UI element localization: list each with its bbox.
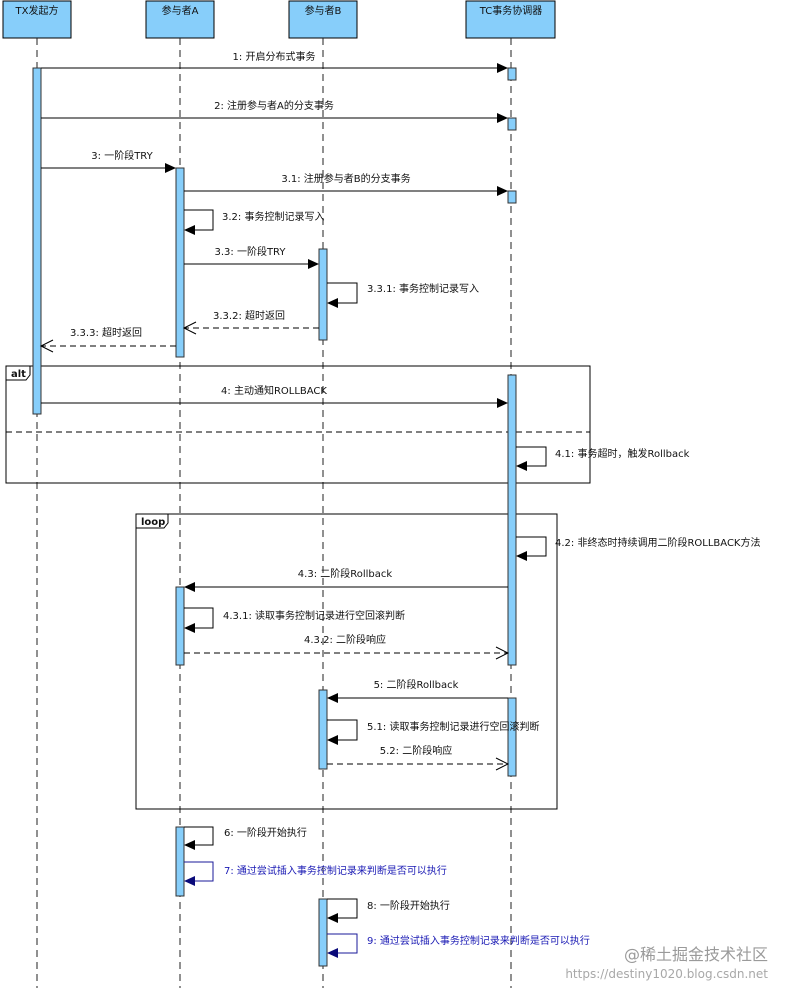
message-3-3-label: 3.3: 一阶段TRY	[215, 245, 287, 258]
participant-a: 参与者A	[145, 0, 215, 39]
message-3-3-1-label: 3.3.1: 事务控制记录写入	[367, 282, 479, 295]
participant-b: 参与者B	[288, 0, 358, 39]
message-9: 9: 通过尝试插入事务控制记录来判断是否可以执行	[327, 933, 590, 958]
alt-fragment: alt	[5, 365, 591, 484]
participant-tc: TC事务协调器	[465, 0, 556, 39]
message-3-3-3-label: 3.3.3: 超时返回	[70, 326, 142, 339]
watermark-url: https://destiny1020.blog.csdn.net	[565, 967, 768, 981]
activation-b-exec	[318, 898, 328, 967]
message-2: 2: 注册参与者A的分支事务	[41, 99, 508, 123]
message-3-2-label: 3.2: 事务控制记录写入	[222, 210, 324, 223]
message-3-1-label: 3.1: 注册参与者B的分支事务	[281, 172, 410, 185]
participant-a-label: 参与者A	[162, 4, 199, 17]
message-3-3: 3.3: 一阶段TRY	[184, 245, 319, 269]
message-6-label: 6: 一阶段开始执行	[224, 826, 307, 839]
activation-a-rollback	[175, 586, 185, 666]
message-3-1: 3.1: 注册参与者B的分支事务	[184, 172, 508, 196]
participant-tx: TX发起方	[2, 0, 72, 39]
activation-tc-rollback-b	[507, 697, 517, 777]
message-5-1: 5.1: 读取事务控制记录进行空回滚判断	[327, 719, 539, 745]
participant-b-label: 参与者B	[305, 4, 342, 17]
activation-a-try	[175, 167, 185, 358]
message-4-label: 4: 主动通知ROLLBACK	[221, 384, 327, 397]
message-4-3-2-label: 4.3.2: 二阶段响应	[304, 633, 386, 646]
message-3-3-2: 3.3.2: 超时返回	[182, 309, 319, 335]
message-5: 5: 二阶段Rollback	[327, 678, 508, 703]
loop-fragment-label: loop	[141, 517, 165, 528]
watermark-main: @稀土掘金技术社区	[624, 945, 768, 964]
message-3-3-1: 3.3.1: 事务控制记录写入	[327, 282, 479, 308]
participant-tc-label: TC事务协调器	[479, 4, 543, 17]
activation-tc-1	[507, 67, 517, 81]
message-2-label: 2: 注册参与者A的分支事务	[214, 99, 334, 112]
message-3-2: 3.2: 事务控制记录写入	[184, 209, 324, 235]
message-5-2-label: 5.2: 二阶段响应	[380, 744, 452, 757]
message-4-3-label: 4.3: 二阶段Rollback	[298, 567, 393, 580]
message-7-label: 7: 通过尝试插入事务控制记录来判断是否可以执行	[224, 864, 447, 877]
message-1: 1: 开启分布式事务	[41, 50, 508, 73]
message-1-label: 1: 开启分布式事务	[233, 50, 316, 63]
activation-tx	[32, 67, 42, 415]
activation-b-rollback	[318, 689, 328, 770]
activation-a-exec	[175, 826, 185, 897]
participant-tx-label: TX发起方	[15, 4, 59, 17]
message-7: 7: 通过尝试插入事务控制记录来判断是否可以执行	[184, 861, 447, 886]
message-4-3-2: 4.3.2: 二阶段响应	[184, 633, 510, 660]
message-4-1-label: 4.1: 事务超时，触发Rollback	[555, 447, 690, 460]
message-8: 8: 一阶段开始执行	[327, 898, 450, 923]
message-4-3-1-label: 4.3.1: 读取事务控制记录进行空回滚判断	[223, 609, 405, 622]
activation-b-try	[318, 248, 328, 341]
loop-fragment: loop	[135, 513, 558, 810]
activation-tc-rollback	[507, 374, 517, 666]
message-5-1-label: 5.1: 读取事务控制记录进行空回滚判断	[367, 720, 539, 733]
message-3: 3: 一阶段TRY	[41, 149, 176, 173]
message-8-label: 8: 一阶段开始执行	[367, 899, 450, 912]
message-4-3: 4.3: 二阶段Rollback	[184, 567, 508, 592]
activation-tc-3	[507, 190, 517, 204]
message-6: 6: 一阶段开始执行	[184, 826, 307, 850]
message-9-label: 9: 通过尝试插入事务控制记录来判断是否可以执行	[367, 934, 590, 947]
message-3-label: 3: 一阶段TRY	[91, 149, 153, 162]
activation-tc-2	[507, 117, 517, 131]
alt-fragment-label: alt	[11, 369, 26, 380]
message-4: 4: 主动通知ROLLBACK	[41, 384, 508, 408]
message-3-3-2-label: 3.3.2: 超时返回	[213, 309, 285, 322]
message-5-label: 5: 二阶段Rollback	[374, 678, 459, 691]
message-3-3-3: 3.3.3: 超时返回	[39, 326, 176, 353]
message-4-2-label: 4.2: 非终态时持续调用二阶段ROLLBACK方法	[555, 536, 760, 549]
message-5-2: 5.2: 二阶段响应	[327, 744, 510, 771]
message-4-3-1: 4.3.1: 读取事务控制记录进行空回滚判断	[184, 607, 405, 633]
message-4-2: 4.2: 非终态时持续调用二阶段ROLLBACK方法	[516, 536, 760, 561]
message-4-1: 4.1: 事务超时，触发Rollback	[516, 446, 690, 471]
